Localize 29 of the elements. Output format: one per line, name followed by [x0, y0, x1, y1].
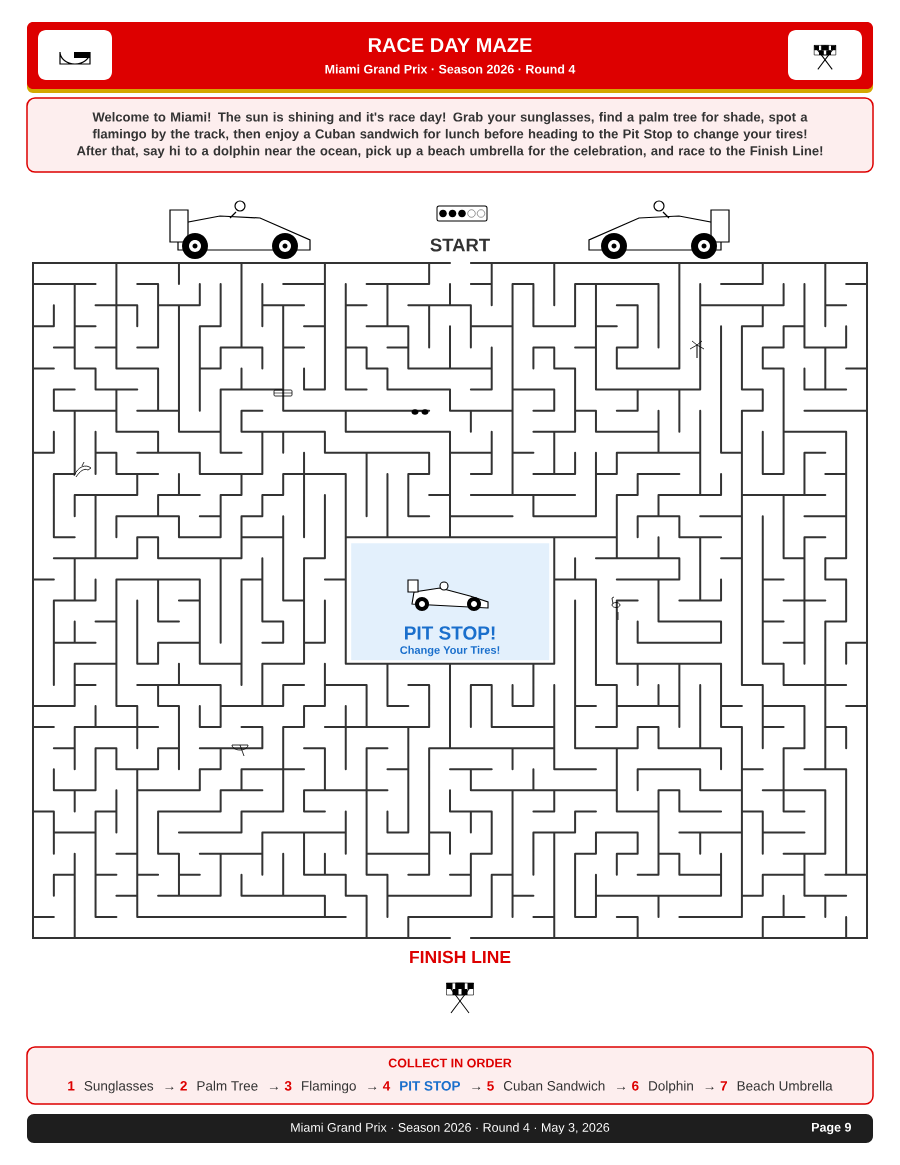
step-number: 6: [632, 1081, 639, 1091]
footer-bar: Miami Grand Prix · Season 2026 · Round 4 · May 3, 2026 Page 9: [27, 1114, 873, 1143]
step-arrow: →: [705, 1086, 714, 1090]
step-name: PIT STOP: [400, 1081, 461, 1091]
step-arrow: →: [617, 1086, 626, 1090]
step-name: Cuban Sandwich: [503, 1080, 605, 1091]
step-arrow: →: [368, 1086, 377, 1090]
step-name: Dolphin: [649, 1080, 693, 1094]
title: RACE DAY MAZE: [368, 37, 532, 53]
step-arrow: →: [165, 1086, 174, 1090]
step-name: Beach Umbrella: [737, 1080, 833, 1091]
finish-label: FINISH LINE: [410, 950, 511, 964]
start-label: START: [430, 238, 490, 252]
label: Page 9: [812, 1122, 851, 1135]
instructions-box: Welcome to Miami! The sun is shining and it's race day! Grab your sunglasses, find a palm tree for shade, spot a flamingo by the track, then enjoy a Cuban sandwich for lunch before heading to the Pit Stop to change your tires! After that, say hi to a dolphin near the ocean, pick up a beach umbrella for the celebration, and race to the Finish Line!: [26, 97, 874, 173]
step-name: Flamingo: [302, 1080, 356, 1094]
step-number: 3: [284, 1081, 292, 1091]
subtitle: Miami Grand Prix · Season 2026 · Round 4: [325, 64, 576, 74]
step-name: Palm Tree: [197, 1080, 258, 1091]
step-name: Sunglasses: [84, 1080, 154, 1094]
step-number: 7: [720, 1081, 727, 1091]
step-number: 4: [382, 1081, 391, 1091]
step-arrow: →: [269, 1086, 278, 1090]
step-number: 5: [487, 1081, 494, 1091]
step-number: 1: [68, 1081, 75, 1091]
pit-stop-box: PIT STOP! Change Your Tires!: [351, 543, 550, 661]
step-arrow: →: [472, 1086, 481, 1090]
step-number: 2: [180, 1081, 187, 1091]
label: Miami Grand Prix · Season 2026 · Round 4 · May 3, 2026: [291, 1122, 610, 1135]
